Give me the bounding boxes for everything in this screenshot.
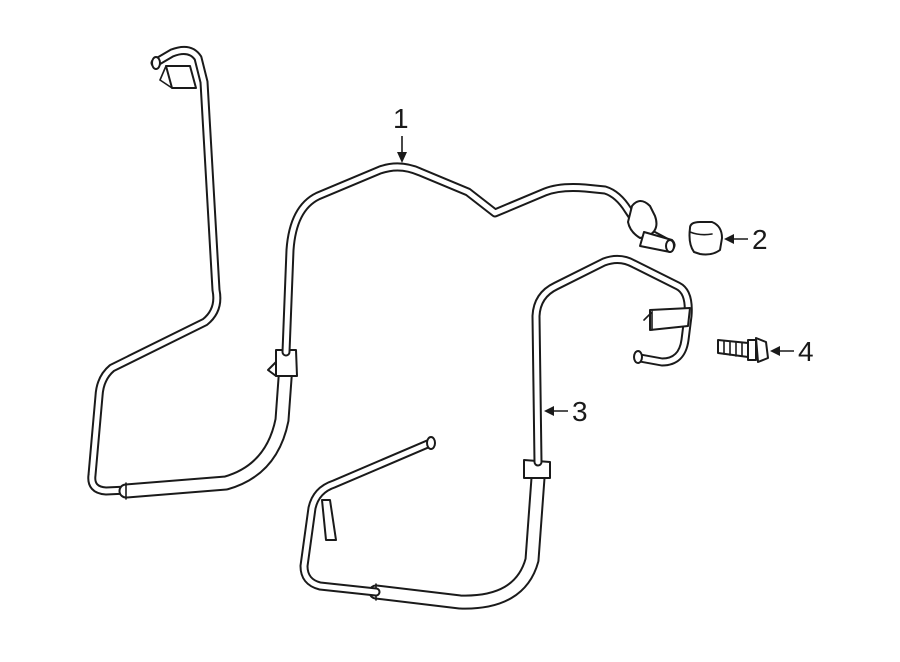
bolt-part-4 xyxy=(717,337,769,363)
callout-label-3: 3 xyxy=(572,396,588,427)
callout-2: 2 xyxy=(724,224,768,255)
cooler-line-upper-route xyxy=(531,254,693,467)
cap-part-2 xyxy=(688,221,723,256)
cooler-line-steel-section xyxy=(281,162,676,357)
callout-label-2: 2 xyxy=(752,224,768,255)
cooler-line-lower-loop xyxy=(299,436,436,597)
cooler-line-rubber-hose xyxy=(118,349,298,500)
cooler-line-part-3 xyxy=(299,254,693,610)
callout-3: 3 xyxy=(544,396,588,427)
callout-1: 1 xyxy=(393,103,409,163)
cooler-line-lower-hose xyxy=(368,459,551,610)
cooler-line-part-1 xyxy=(87,45,676,500)
cooler-line-left-loop xyxy=(87,45,222,496)
callout-label-4: 4 xyxy=(798,336,814,367)
callout-label-1: 1 xyxy=(393,103,409,134)
callout-4: 4 xyxy=(770,336,814,367)
